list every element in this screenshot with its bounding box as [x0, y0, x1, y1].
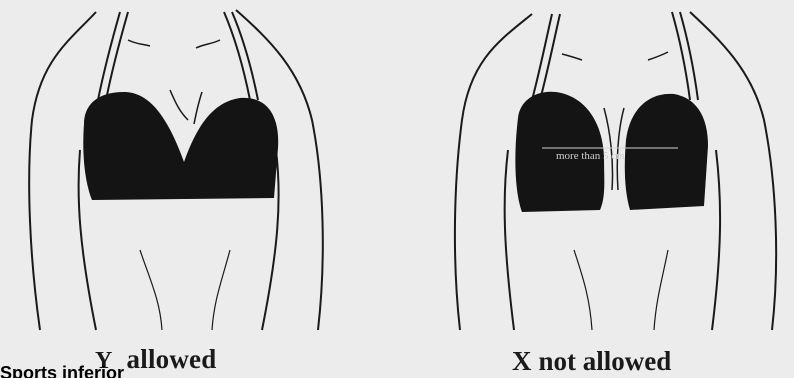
- right-figure-collarbone-right: [648, 52, 668, 60]
- right-figure-waist-left: [574, 250, 592, 330]
- left-figure-cleavage-right: [194, 92, 202, 124]
- left-figure-bra-fill: [83, 92, 278, 200]
- right-figure-left-strap-a: [532, 14, 552, 100]
- left-figure-cleavage-left: [170, 90, 188, 120]
- overlay-heading: Sports inferior: [0, 364, 124, 378]
- right-figure: [455, 12, 776, 330]
- right-figure-cleavage-right: [617, 108, 624, 190]
- right-figure-left-arm-inner: [505, 150, 514, 330]
- left-figure-collarbone-left: [128, 40, 150, 46]
- left-figure-right-strap-b: [232, 12, 258, 100]
- right-figure-right-cup-fill: [625, 94, 708, 210]
- measurement-note: more than 5 cm: [556, 150, 625, 162]
- allowed-label: allowed: [127, 344, 217, 374]
- not-allowed-label: not allowed: [539, 346, 672, 376]
- right-figure-right-arm-inner: [712, 150, 720, 330]
- left-figure-collarbone-right: [196, 40, 220, 48]
- right-figure-waist-right: [654, 250, 668, 330]
- left-figure-waist-left: [140, 250, 162, 330]
- left-figure-waist-right: [212, 250, 230, 330]
- right-figure-collarbone-left: [562, 54, 582, 60]
- not-allowed-mark: X: [512, 346, 532, 377]
- right-figure-cleavage-left: [604, 108, 613, 190]
- right-figure-right-strap-a: [672, 12, 690, 100]
